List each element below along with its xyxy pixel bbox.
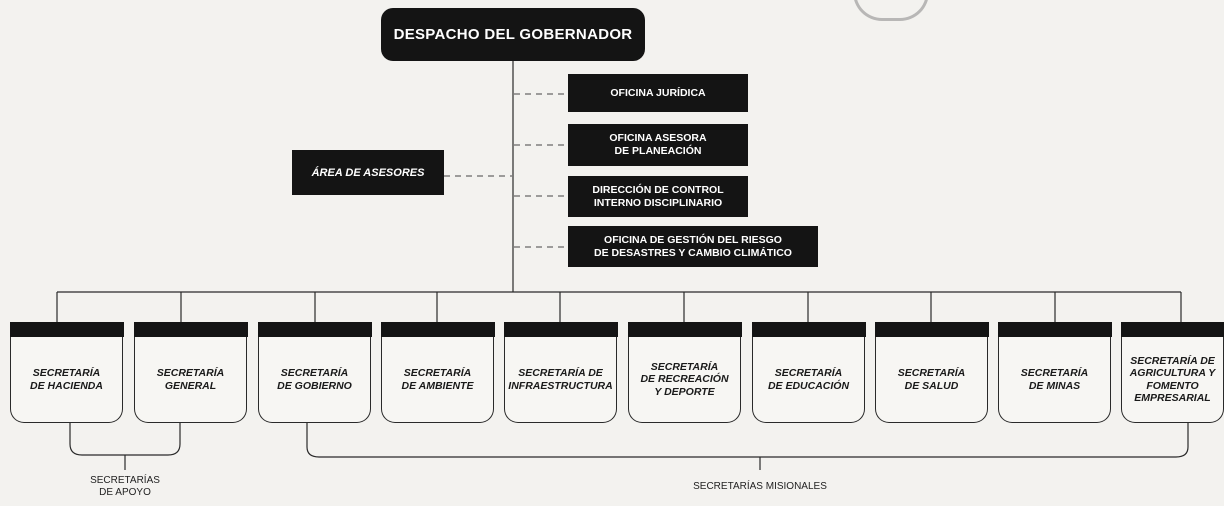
secretariat-line: GENERAL (164, 379, 217, 392)
secretariat-line: FOMENTO (1146, 379, 1199, 392)
secretariat-line: SECRETARÍA DE (1130, 354, 1215, 367)
office-internal-control: DIRECCIÓN DE CONTROL INTERNO DISCIPLINAR… (568, 176, 748, 217)
secretariat-header-bar (503, 322, 618, 337)
office-line: DE DESASTRES Y CAMBIO CLIMÁTICO (594, 246, 792, 259)
secretariat-line: DE GOBIERNO (277, 379, 352, 392)
secretariat-header-bar (9, 322, 124, 337)
secretariat-line: DE HACIENDA (30, 379, 103, 392)
secretariat-header-bar (627, 322, 742, 337)
secretariat-minas: SECRETARÍA DE MINAS (997, 322, 1112, 423)
secretariat-gobierno: SECRETARÍA DE GOBIERNO (257, 322, 372, 423)
office-line: OFICINA ASESORA (609, 132, 707, 144)
secretariat-line: SECRETARÍA (774, 367, 843, 379)
secretariat-recreacion: SECRETARÍA DE RECREACIÓN Y DEPORTE (627, 322, 742, 423)
secretariat-header-bar (257, 322, 372, 337)
secretariat-general: SECRETARÍA GENERAL (133, 322, 248, 423)
secretariat-line: AGRICULTURA Y (1129, 367, 1216, 379)
office-line: OFICINA JURÍDICA (610, 86, 706, 99)
secretariat-educacion: SECRETARÍA DE EDUCACIÓN (751, 322, 866, 423)
advisors-area-box: ÁREA DE ASESORES (292, 150, 444, 195)
secretariat-line: DE EDUCACIÓN (767, 379, 850, 392)
secretariat-line: EMPRESARIAL (1134, 392, 1211, 404)
secretariat-line: SECRETARÍA (650, 360, 719, 373)
support-group-label: SECRETARÍAS DE APOYO (75, 475, 175, 499)
governor-office-label: DESPACHO DEL GOBERNADOR (393, 26, 633, 43)
secretariat-ambiente: SECRETARÍA DE AMBIENTE (380, 322, 495, 423)
secretariat-line: SECRETARÍA (156, 367, 225, 379)
secretariat-salud: SECRETARÍA DE SALUD (874, 322, 989, 423)
secretariat-header-bar (997, 322, 1112, 337)
secretariat-header-bar (874, 322, 989, 337)
secretariat-header-bar (380, 322, 495, 337)
secretariat-line: SECRETARÍA DE (518, 367, 603, 379)
secretariat-line: SECRETARÍA (32, 367, 101, 379)
secretariat-line: Y DEPORTE (654, 385, 715, 398)
secretariat-line: SECRETARÍA (280, 367, 349, 379)
secretariat-header-bar (133, 322, 248, 337)
secretariat-line: DE AMBIENTE (401, 379, 474, 392)
secretariat-line: SECRETARÍA (1020, 367, 1089, 379)
secretariat-agricultura: SECRETARÍA DE AGRICULTURA Y FOMENTO EMPR… (1120, 322, 1224, 423)
group-line: SECRETARÍAS MISIONALES (693, 481, 827, 492)
office-line: OFICINA DE GESTIÓN DEL RIESGO (604, 233, 782, 246)
office-risk-management: OFICINA DE GESTIÓN DEL RIESGO DE DESASTR… (568, 226, 818, 267)
office-legal: OFICINA JURÍDICA (568, 74, 748, 112)
office-line: DE PLANEACIÓN (614, 145, 702, 157)
secretariat-line: SECRETARÍA (897, 367, 966, 379)
secretariat-line: DE MINAS (1028, 379, 1081, 392)
advisors-area-label: ÁREA DE ASESORES (311, 166, 425, 179)
secretariat-line: SECRETARÍA (403, 367, 472, 379)
group-line: DE APOYO (99, 487, 151, 498)
office-line: DIRECCIÓN DE CONTROL (592, 183, 724, 196)
governor-office-box: DESPACHO DEL GOBERNADOR (381, 8, 645, 61)
secretariat-header-bar (751, 322, 866, 337)
group-line: SECRETARÍAS (90, 475, 160, 486)
secretariat-line: DE SALUD (904, 379, 959, 392)
missional-group-label: SECRETARÍAS MISIONALES (660, 481, 860, 493)
secretariat-header-bar (1120, 322, 1224, 337)
secretariat-line: DE RECREACIÓN (640, 373, 729, 386)
office-planning: OFICINA ASESORA DE PLANEACIÓN (568, 124, 748, 166)
secretariat-line: INFRAESTRUCTURA (508, 379, 613, 392)
secretariat-infraestructura: SECRETARÍA DE INFRAESTRUCTURA (503, 322, 618, 423)
secretariat-hacienda: SECRETARÍA DE HACIENDA (9, 322, 124, 423)
office-line: INTERNO DISCIPLINARIO (593, 196, 723, 209)
